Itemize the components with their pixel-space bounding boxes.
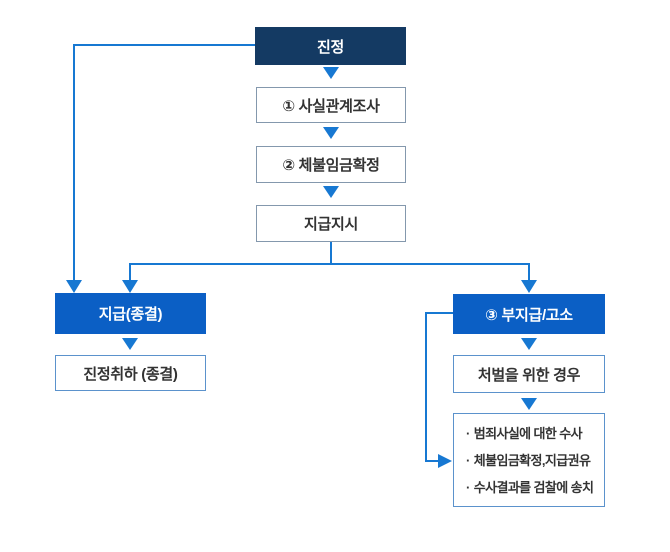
connector-start-to-payment bbox=[73, 44, 256, 281]
bullet-icon: · bbox=[466, 479, 470, 495]
detail-item-text: 체불임금확정,지급권유 bbox=[473, 452, 591, 468]
bullet-icon: · bbox=[466, 452, 470, 468]
connector-nonpayment-to-details bbox=[425, 312, 453, 462]
node-withdrawal-closed: 진정취하 (종결) bbox=[55, 355, 206, 391]
down-arrow-icon bbox=[521, 398, 537, 410]
node-petition: 진정 bbox=[255, 27, 406, 65]
node-fact-investigation-label: ① 사실관계조사 bbox=[282, 97, 380, 115]
detail-item: ·체불임금확정,지급권유 bbox=[466, 447, 591, 474]
node-withdrawal-closed-label: 진정취하 (종결) bbox=[83, 365, 178, 383]
detail-item: ·범죄사실에 대한 수사 bbox=[466, 420, 583, 447]
down-arrow-icon bbox=[323, 67, 339, 79]
detail-item-text: 범죄사실에 대한 수사 bbox=[473, 425, 583, 441]
down-arrow-icon bbox=[323, 127, 339, 139]
bullet-icon: · bbox=[466, 425, 470, 441]
node-payment-closed: 지급(종결) bbox=[55, 293, 206, 334]
node-petition-label: 진정 bbox=[316, 38, 344, 56]
node-punishment-case-label: 처벌을 위한 경우 bbox=[477, 366, 581, 384]
detail-item: ·수사결과를 검찰에 송치 bbox=[466, 474, 594, 501]
right-arrow-icon bbox=[438, 454, 452, 468]
node-wage-confirmation-label: ② 체불임금확정 bbox=[282, 157, 380, 174]
node-payment-order: 지급지시 bbox=[256, 205, 406, 242]
node-payment-order-label: 지급지시 bbox=[303, 216, 358, 233]
detail-item-text: 수사결과를 검찰에 송치 bbox=[473, 479, 594, 495]
down-arrow-icon bbox=[66, 280, 82, 293]
node-payment-closed-label: 지급(종결) bbox=[98, 306, 163, 323]
down-arrow-icon bbox=[521, 280, 537, 293]
down-arrow-icon bbox=[122, 280, 138, 293]
node-fact-investigation: ① 사실관계조사 bbox=[256, 87, 406, 123]
down-arrow-icon bbox=[122, 338, 138, 350]
node-investigation-details: ·범죄사실에 대한 수사 ·체불임금확정,지급권유 ·수사결과를 검찰에 송치 bbox=[453, 413, 605, 507]
node-nonpayment-accusation: ③ 부지급/고소 bbox=[453, 294, 605, 334]
down-arrow-icon bbox=[323, 186, 339, 198]
node-nonpayment-accusation-label: ③ 부지급/고소 bbox=[485, 306, 573, 324]
down-arrow-icon bbox=[521, 338, 537, 350]
node-punishment-case: 처벌을 위한 경우 bbox=[453, 355, 605, 393]
node-wage-confirmation: ② 체불임금확정 bbox=[256, 146, 406, 183]
